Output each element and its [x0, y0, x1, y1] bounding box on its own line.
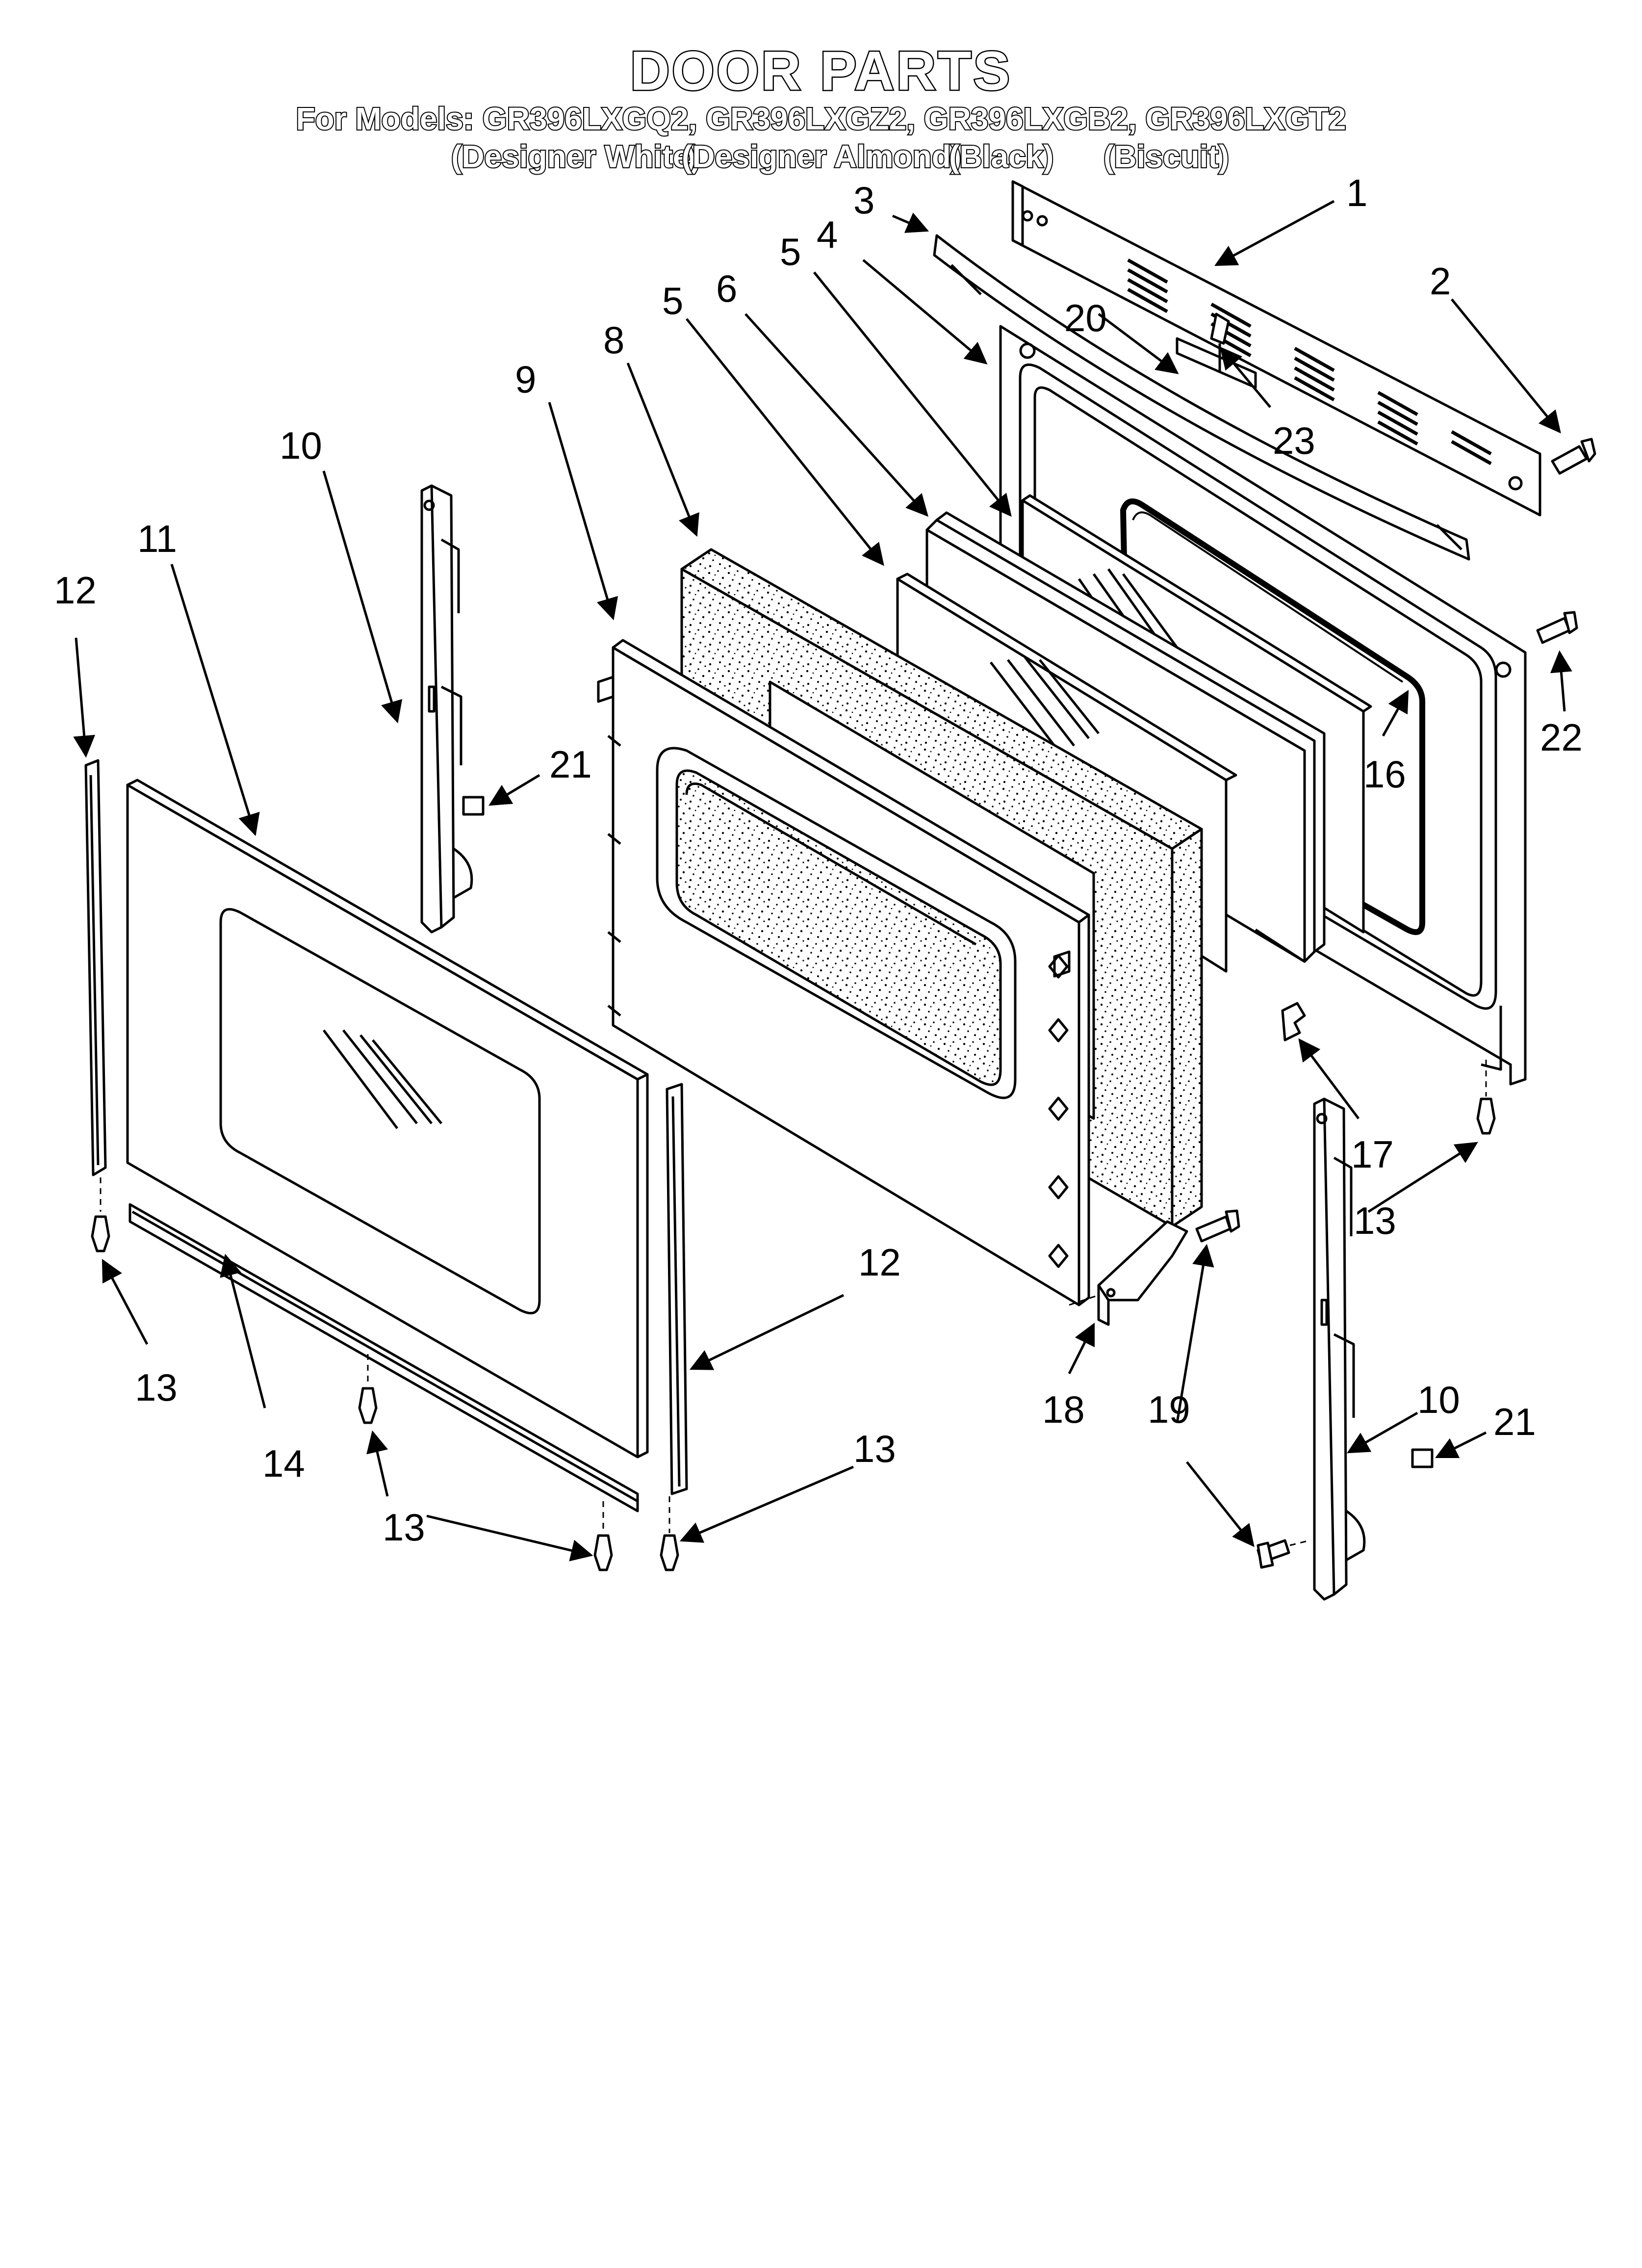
color-designer-almond: (Designer Almond): [681, 138, 962, 175]
bottom-trim-part: [128, 1203, 639, 1512]
callout-21-right: 21: [1493, 1400, 1536, 1443]
screw-part-19: [1195, 1209, 1240, 1243]
callout-18: 18: [1042, 1388, 1085, 1431]
door-stop-bracket: [1281, 1002, 1306, 1042]
side-trim-left: [84, 759, 107, 1176]
color-biscuit: (Biscuit): [1103, 138, 1230, 175]
callout-20: 20: [1064, 296, 1107, 339]
door-hinge-right: [1313, 1097, 1366, 1601]
callout-5-upper: 5: [780, 230, 801, 273]
callout-10-right: 10: [1417, 1378, 1460, 1421]
page-title: DOOR PARTS: [629, 39, 1012, 103]
clip-part-21-right: [1411, 1448, 1434, 1468]
callout-16: 16: [1363, 753, 1406, 796]
callout-numbers: 1 2 3 4 5 6 5 8 9 10 11 12 21 20 23 22 1…: [54, 171, 1583, 1549]
callout-3: 3: [853, 179, 874, 222]
callout-14: 14: [262, 1442, 305, 1485]
callout-13-far-left: 13: [135, 1366, 178, 1409]
callout-23: 23: [1273, 419, 1315, 462]
screw-part-13: [91, 1097, 1496, 1571]
callout-11: 11: [137, 517, 177, 560]
callout-5-lower: 5: [662, 279, 683, 322]
color-black: (Black): [948, 138, 1054, 175]
callout-12-left: 12: [54, 569, 97, 612]
callout-9: 9: [515, 358, 536, 401]
callout-2: 2: [1430, 260, 1451, 303]
hinge-support-bracket: [1097, 1220, 1188, 1326]
side-trim-right: [666, 1083, 688, 1495]
callout-4: 4: [817, 213, 838, 256]
callout-1: 1: [1346, 171, 1367, 214]
callout-6: 6: [716, 267, 737, 310]
clip-part-21-left: [462, 796, 485, 816]
callout-17: 17: [1351, 1133, 1394, 1176]
callout-12-right: 12: [858, 1241, 901, 1284]
callout-13-right: 13: [1354, 1199, 1396, 1242]
screw-part-2: [1551, 438, 1596, 475]
color-designer-white: (Designer White): [450, 138, 701, 175]
callout-8: 8: [603, 318, 624, 362]
models-line: For Models: GR396LXGQ2, GR396LXGZ2, GR39…: [295, 100, 1347, 137]
door-handle-part: [933, 234, 1470, 561]
screw-part-19b: [1257, 1539, 1290, 1569]
callout-13-center-right: 13: [853, 1427, 896, 1470]
leader-lines: [73, 200, 1572, 1562]
outer-door-glass: [126, 779, 649, 1459]
callout-13-bottom: 13: [383, 1506, 425, 1549]
screw-part-22: [1536, 611, 1578, 644]
callout-10-left: 10: [280, 424, 322, 467]
callout-19: 19: [1148, 1388, 1190, 1431]
callout-21-left: 21: [549, 743, 592, 786]
callout-22: 22: [1540, 716, 1583, 759]
door-hinge-left: [420, 484, 473, 934]
door-frame-part: [597, 639, 1090, 1306]
